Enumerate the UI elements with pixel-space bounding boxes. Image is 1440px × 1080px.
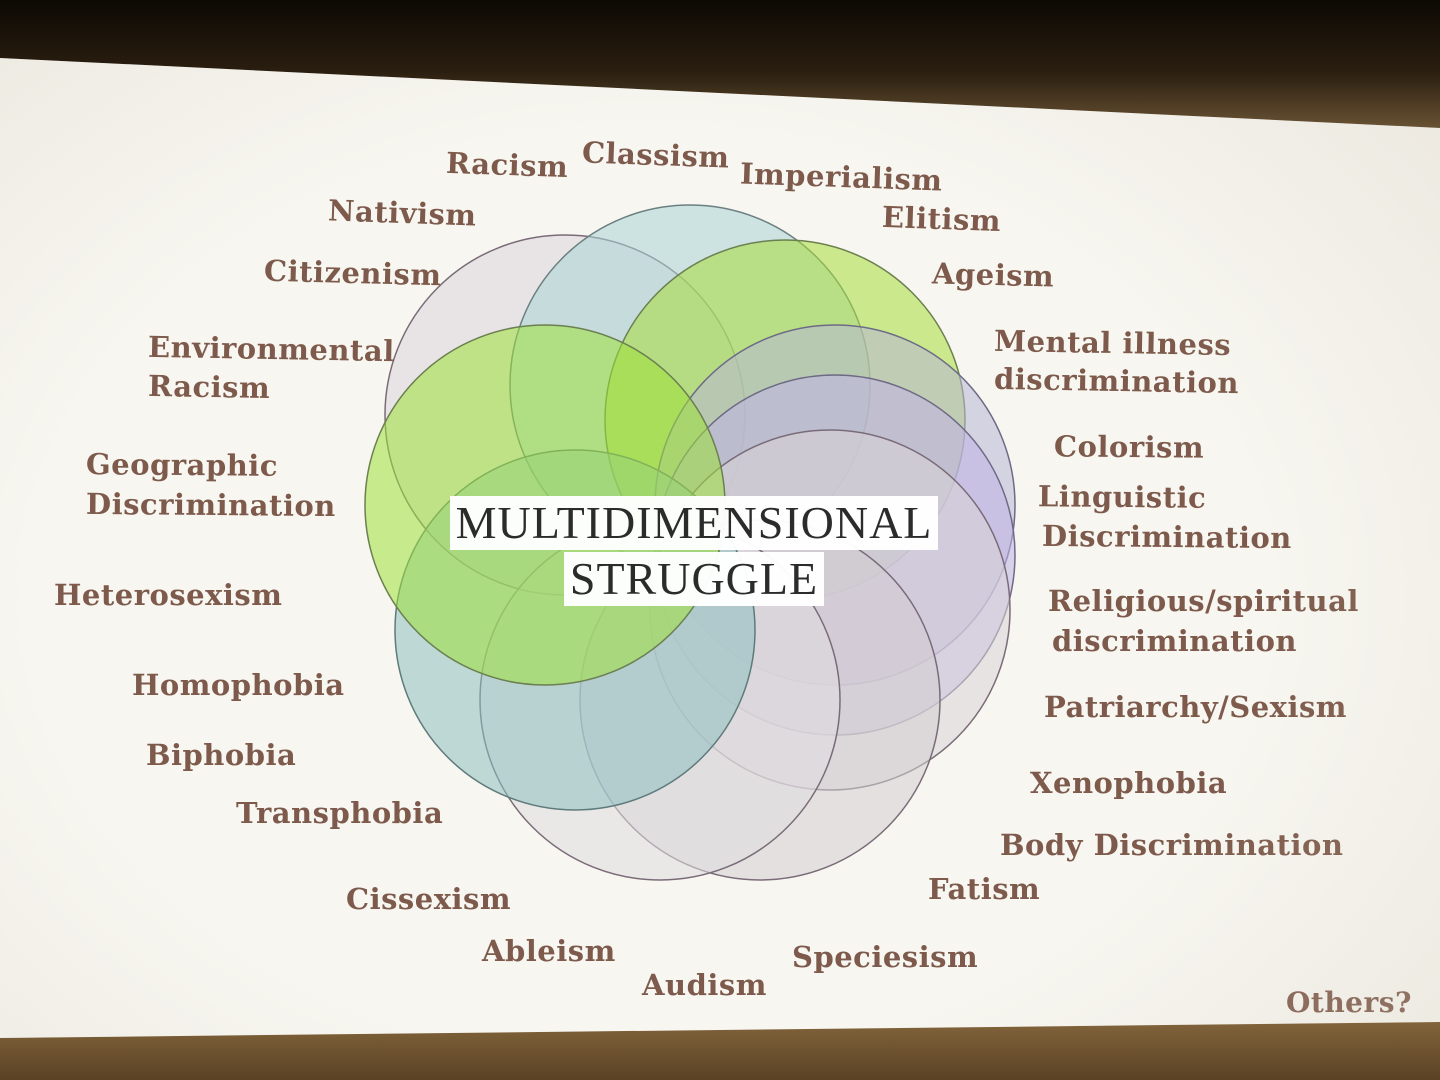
label-mental-illness-line1: Mental illness (993, 323, 1232, 363)
label-audism: Audism (642, 968, 767, 1002)
title-line-1: MULTIDIMENSIONAL (449, 496, 939, 550)
label-ableism: Ableism (482, 934, 616, 968)
label-linguistic-line1: Linguistic (1037, 479, 1207, 515)
label-imperialism: Imperialism (739, 156, 944, 198)
title-line-2: STRUGGLE (563, 552, 825, 606)
circle-bottom-left-teal (394, 449, 756, 811)
label-nativism: Nativism (327, 193, 478, 233)
label-homophobia: Homophobia (132, 668, 345, 702)
circle-top-left (384, 234, 746, 596)
label-cissexism: Cissexism (346, 882, 512, 916)
circle-bottom-right (579, 519, 941, 881)
label-citizenism: Citizenism (263, 253, 442, 293)
circle-left-green (364, 324, 726, 686)
label-classism: Classism (581, 135, 731, 175)
center-title: MULTIDIMENSIONAL STRUGGLE (436, 496, 952, 606)
label-heterosexism: Heterosexism (54, 578, 283, 612)
label-linguistic-line2: Discrimination (1041, 518, 1293, 556)
label-mental-illness-line2: discrimination (993, 361, 1240, 401)
label-environmental-racism-line2: Racism (147, 368, 271, 406)
circle-bottom (479, 519, 841, 881)
label-others: Others? (1286, 986, 1412, 1019)
label-religious-line1: Religious/spiritual (1048, 584, 1359, 618)
label-body-discrimination: Body Discrimination (1000, 828, 1344, 862)
label-ageism: Ageism (931, 256, 1055, 294)
label-religious-line2: discrimination (1052, 624, 1297, 658)
label-fatism: Fatism (928, 872, 1041, 906)
circle-top (509, 204, 871, 566)
circle-top-right-green (604, 239, 966, 601)
label-elitism: Elitism (881, 199, 1002, 239)
label-speciesism: Speciesism (792, 940, 979, 974)
circle-right-grey (649, 429, 1011, 791)
label-xenophobia: Xenophobia (1030, 766, 1228, 800)
label-environmental-racism-line1: Environmental (147, 329, 395, 369)
label-patriarchy: Patriarchy/Sexism (1044, 690, 1347, 724)
label-racism: Racism (445, 145, 569, 185)
label-transphobia: Transphobia (236, 796, 444, 830)
circle-right-blue (654, 324, 1016, 686)
label-biphobia: Biphobia (146, 738, 297, 772)
label-colorism: Colorism (1053, 429, 1205, 465)
label-geographic-line2: Discrimination (85, 486, 337, 524)
circle-right-purple (654, 374, 1016, 736)
label-geographic-line1: Geographic (85, 447, 279, 483)
